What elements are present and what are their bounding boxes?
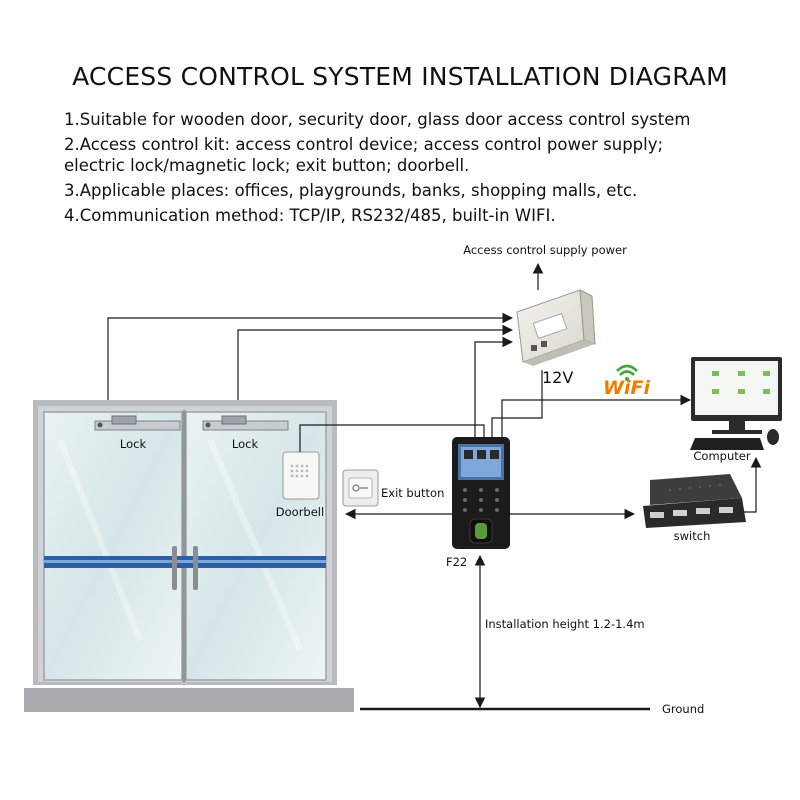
glass-double-door	[24, 400, 354, 712]
computer-icon	[690, 357, 782, 450]
note-4: 4.Communication method: TCP/IP, RS232/48…	[64, 206, 556, 225]
ground-label: Ground	[662, 702, 704, 716]
note-3: 3.Applicable places: offices, playground…	[64, 181, 638, 200]
power-supply-label: Access control supply power	[463, 243, 627, 257]
magnetic-lock-left	[94, 415, 181, 431]
lock-left-label: Lock	[120, 437, 147, 451]
switch-label: switch	[674, 529, 711, 543]
exit-button-icon	[342, 469, 379, 507]
wifi-label: WiFi	[603, 377, 650, 399]
notes-list: 1.Suitable for wooden door, security doo…	[64, 109, 764, 230]
magnetic-lock-right	[202, 415, 289, 431]
wifi-icon	[616, 364, 638, 381]
power-supply-icon	[516, 289, 596, 366]
computer-label: Computer	[693, 449, 750, 463]
installation-height-label: Installation height 1.2-1.4m	[485, 617, 645, 631]
note-1: 1.Suitable for wooden door, security doo…	[64, 110, 691, 129]
voltage-label: 12V	[542, 368, 573, 387]
floor-slab	[24, 688, 354, 712]
diagram-title: ACCESS CONTROL SYSTEM INSTALLATION DIAGR…	[72, 62, 728, 91]
note-2-line-2: electric lock/magnetic lock; exit button…	[64, 156, 470, 175]
note-2-line-1: 2.Access control kit: access control dev…	[64, 135, 664, 154]
lock-right-label: Lock	[232, 437, 259, 451]
doorbell-label: Doorbell	[276, 505, 324, 519]
network-switch-icon	[643, 474, 746, 528]
note-2: 2.Access control kit: access control dev…	[64, 134, 764, 176]
door-handle-left	[172, 546, 177, 590]
doorbell-icon	[282, 451, 320, 500]
device-label: F22	[446, 555, 467, 569]
wiring	[107, 262, 762, 711]
f22-access-terminal	[452, 437, 510, 549]
exit-button-label: Exit button	[381, 486, 444, 500]
door-handle-right	[193, 546, 198, 590]
